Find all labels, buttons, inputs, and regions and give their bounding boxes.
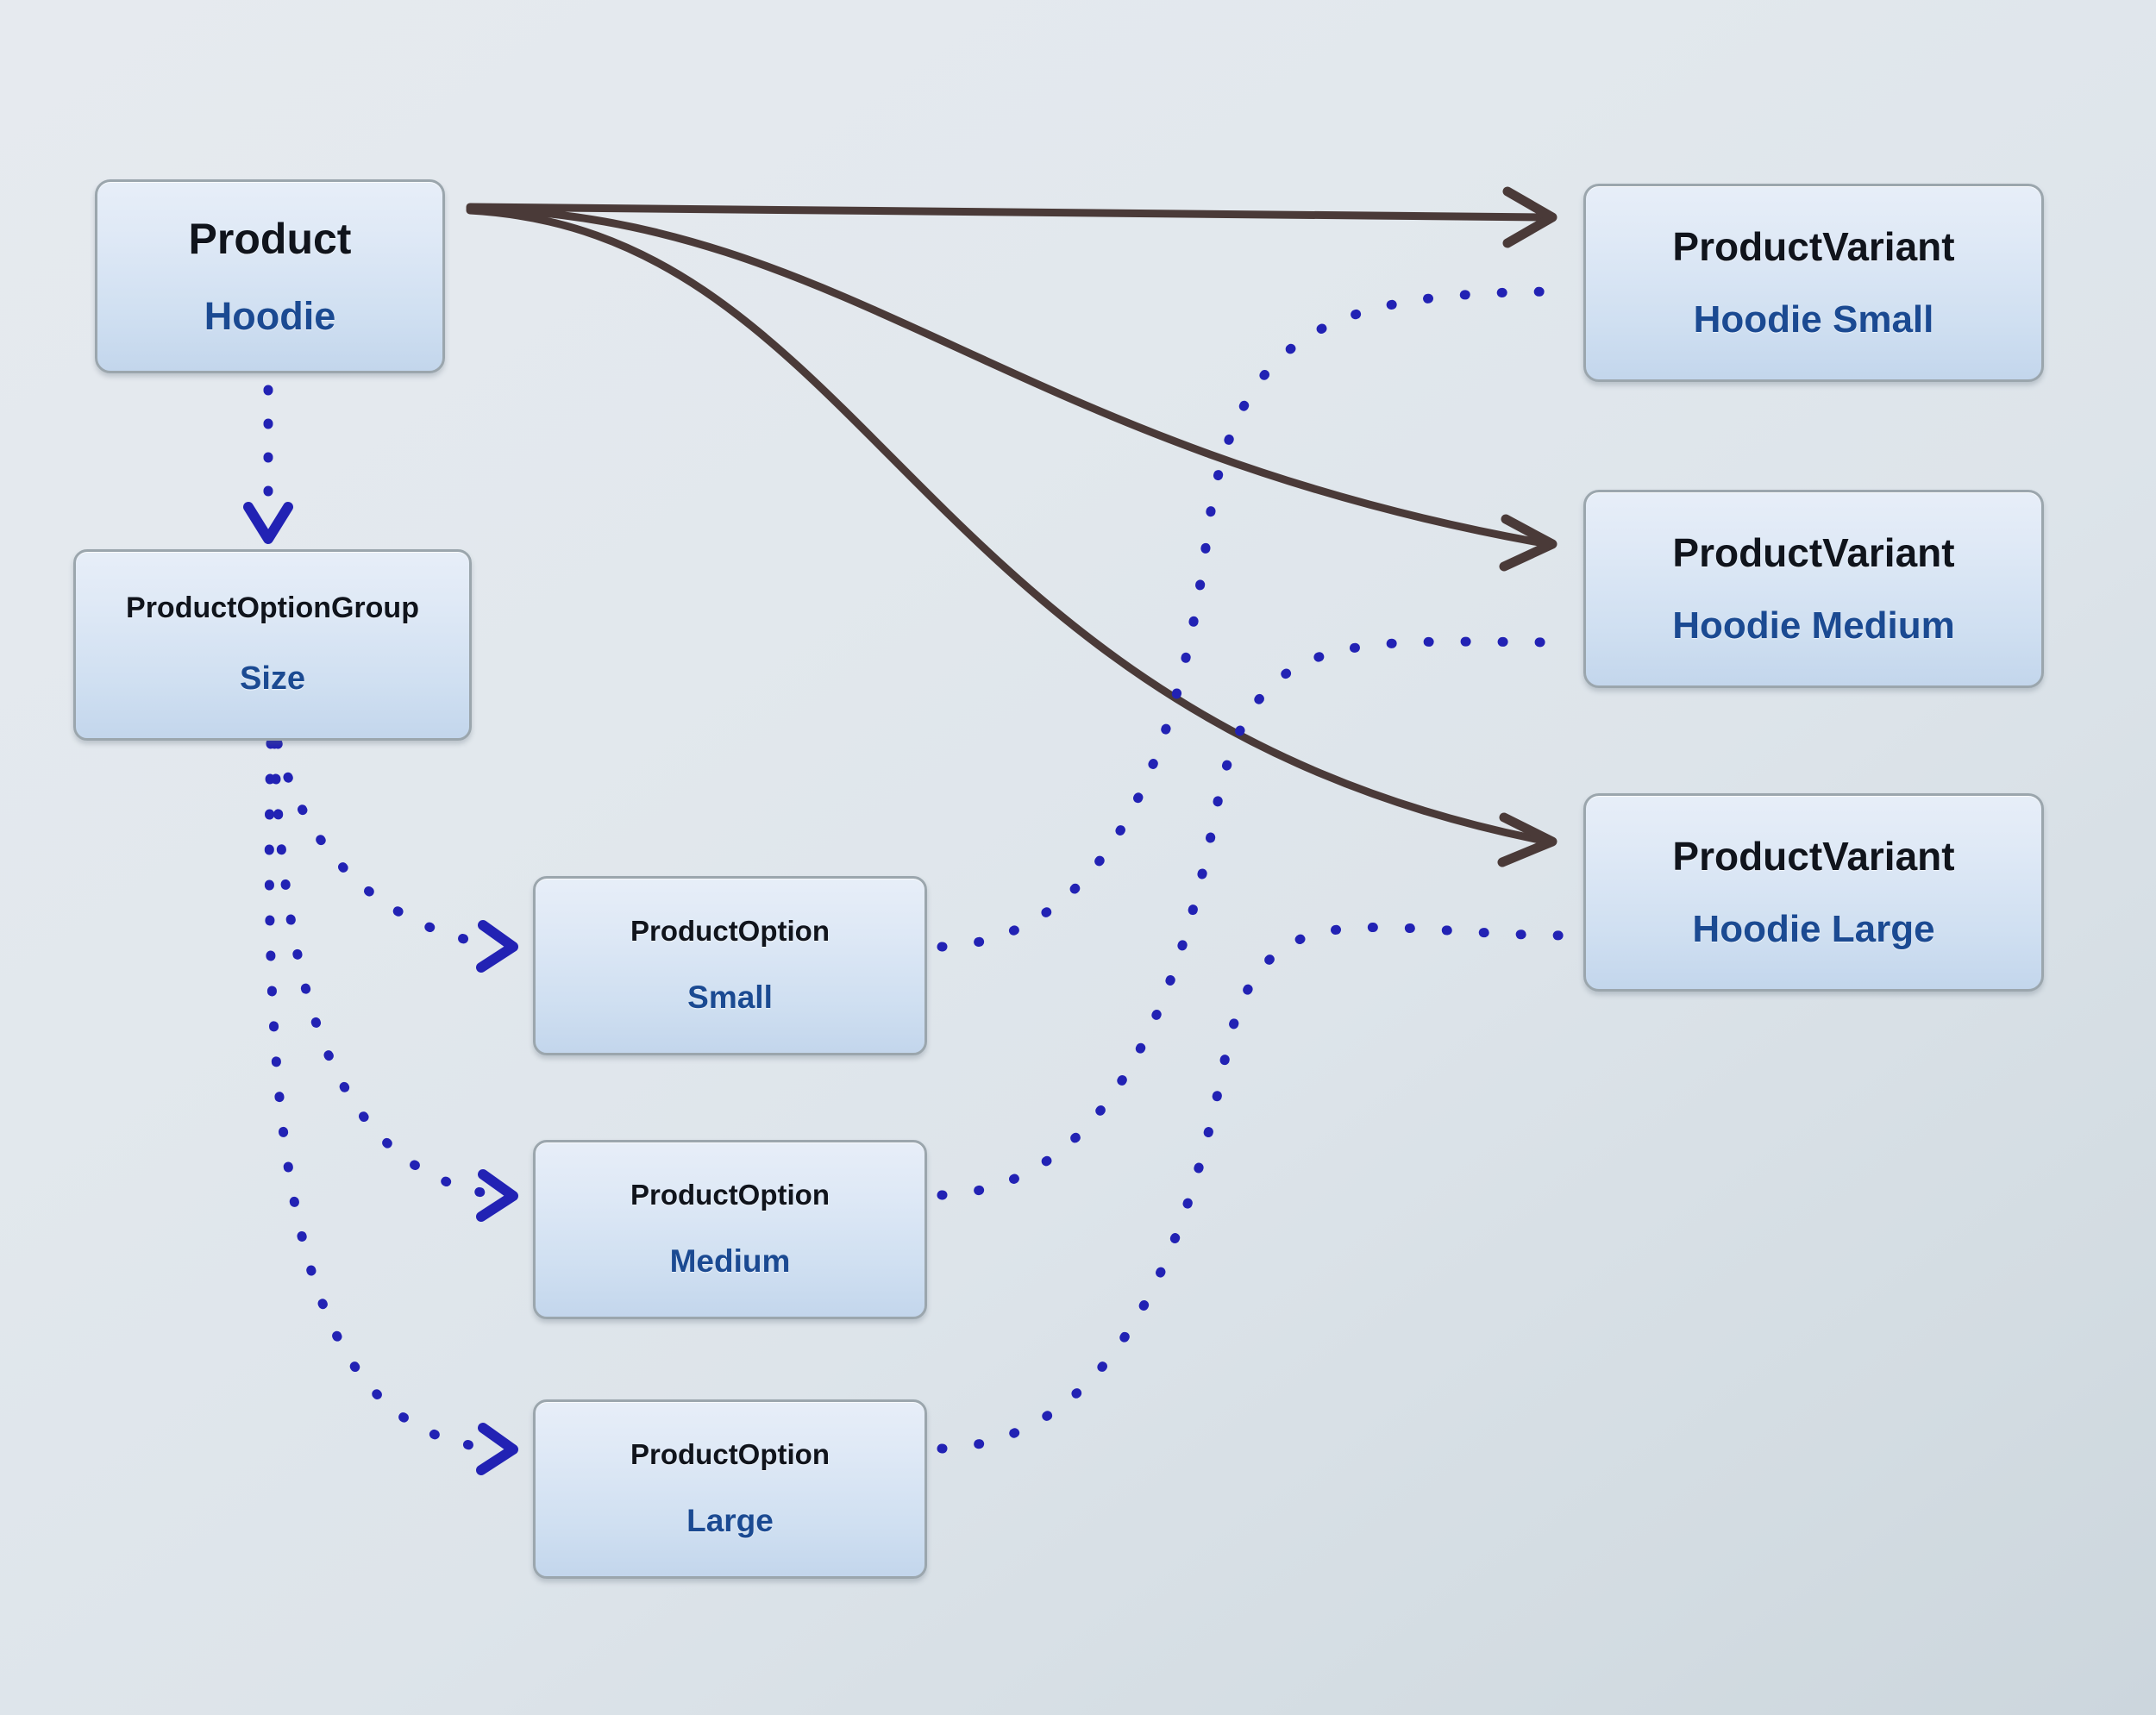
- arrowhead-variant-small-icon: [1502, 186, 1557, 248]
- arrowhead-option-group-icon: [243, 502, 293, 544]
- edge-option-large-to-variant-large: [937, 923, 1579, 1454]
- node-product-option-group-label: Size: [239, 660, 306, 697]
- node-product-option-medium[interactable]: ProductOption Medium: [533, 1140, 927, 1319]
- edge-group-to-option-medium: [269, 738, 501, 1200]
- node-product-option-large-label: Large: [686, 1502, 774, 1538]
- edge-product-to-variant-small: [466, 203, 1548, 222]
- node-product-option-group-type: ProductOptionGroup: [126, 591, 419, 625]
- edge-group-to-option-large: [264, 738, 501, 1454]
- node-product-option-medium-label: Medium: [669, 1242, 791, 1279]
- node-product-type: Product: [188, 214, 352, 263]
- node-product-option-medium-type: ProductOption: [630, 1179, 830, 1211]
- node-product-option-small-label: Small: [687, 979, 773, 1015]
- arrowhead-option-small-icon: [476, 920, 518, 973]
- node-product-variant-medium-type: ProductVariant: [1672, 529, 1955, 575]
- arrowhead-option-medium-icon: [476, 1169, 518, 1222]
- arrowhead-option-large-icon: [476, 1423, 518, 1475]
- edge-group-to-option-small: [273, 738, 501, 951]
- node-product-option-small-type: ProductOption: [630, 915, 830, 948]
- node-product-option-small[interactable]: ProductOption Small: [533, 876, 927, 1055]
- node-product-variant-medium[interactable]: ProductVariant Hoodie Medium: [1583, 490, 2044, 688]
- node-product-variant-large-label: Hoodie Large: [1692, 908, 1935, 951]
- edge-option-medium-to-variant-medium: [937, 636, 1579, 1200]
- edge-option-small-to-variant-small: [937, 286, 1579, 952]
- node-product-option-group[interactable]: ProductOptionGroup Size: [73, 549, 472, 741]
- node-product-variant-small-label: Hoodie Small: [1693, 298, 1934, 341]
- node-product-variant-small[interactable]: ProductVariant Hoodie Small: [1583, 184, 2044, 382]
- node-product-variant-large[interactable]: ProductVariant Hoodie Large: [1583, 793, 2044, 992]
- arrowhead-variant-large-icon: [1497, 812, 1557, 867]
- node-product-variant-large-type: ProductVariant: [1672, 833, 1955, 879]
- node-product-label: Hoodie: [204, 294, 336, 339]
- edge-product-to-variant-medium: [466, 204, 1548, 548]
- node-product-option-large[interactable]: ProductOption Large: [533, 1399, 927, 1579]
- node-product[interactable]: Product Hoodie: [95, 179, 445, 373]
- node-product-variant-small-type: ProductVariant: [1672, 223, 1955, 269]
- arrowhead-variant-medium-icon: [1499, 514, 1557, 572]
- node-product-variant-medium-label: Hoodie Medium: [1672, 604, 1955, 648]
- node-product-option-large-type: ProductOption: [630, 1438, 830, 1471]
- edge-product-to-variant-large: [466, 206, 1548, 845]
